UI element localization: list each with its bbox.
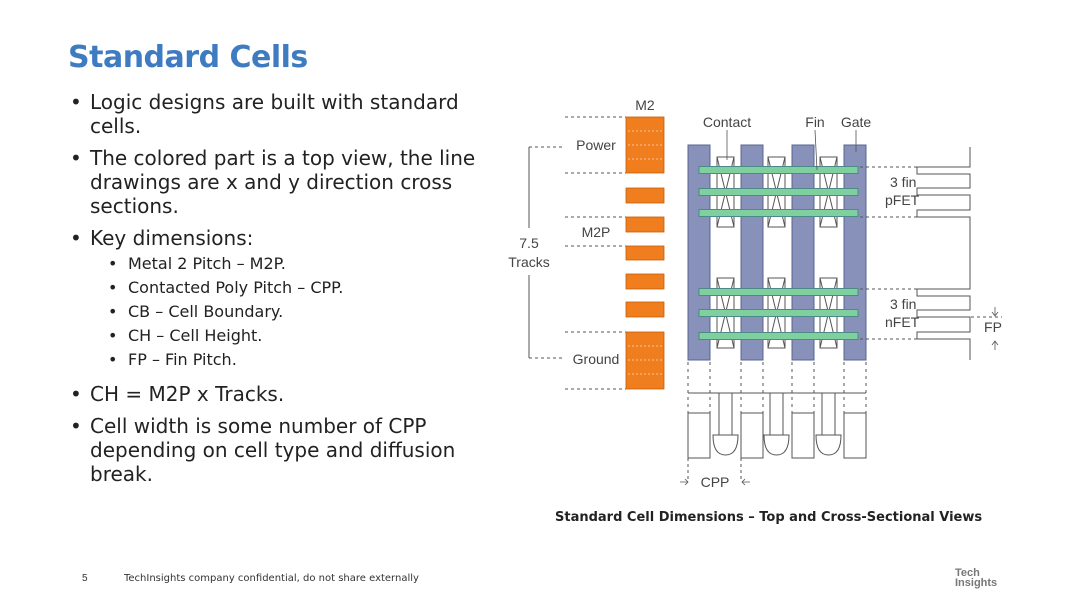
nfet-fin-count: 3 fin: [890, 296, 916, 312]
diagram-caption: Standard Cell Dimensions – Top and Cross…: [555, 510, 983, 525]
cpp-label: CPP: [701, 474, 730, 490]
m2-track: [625, 245, 665, 261]
tracks-value: 7.5: [519, 235, 539, 251]
gate-label: Gate: [841, 114, 872, 130]
fins: [698, 166, 859, 340]
sub-bullet: Contacted Poly Pitch – CPP.: [68, 276, 488, 300]
slide-title: Standard Cells: [68, 40, 308, 75]
gates: [687, 144, 867, 361]
sub-bullet: CB – Cell Boundary.: [68, 300, 488, 324]
fin: [698, 188, 859, 196]
fin: [698, 209, 859, 217]
standard-cell-diagram: 7.5 Tracks M2 Power M2P Ground Contact F…: [508, 97, 1002, 490]
page-number: 5: [82, 573, 88, 584]
m2-track: [625, 187, 665, 204]
contact-label: Contact: [703, 114, 751, 130]
sub-bullet-list: Metal 2 Pitch – M2P. Contacted Poly Pitc…: [68, 252, 488, 372]
bullet: The colored part is a top view, the line…: [68, 146, 488, 218]
pfet-fin-count: 3 fin: [890, 174, 916, 190]
fin-cross-section: [916, 147, 971, 360]
gate-section: [843, 412, 867, 459]
fin: [698, 332, 859, 340]
gate: [687, 144, 711, 361]
contact-section: [712, 393, 739, 456]
ground-label: Ground: [573, 351, 620, 367]
gate-section: [791, 412, 815, 459]
confidential-notice: TechInsights company confidential, do no…: [124, 573, 419, 584]
gate-cross-section: [687, 362, 867, 480]
m2-track: [625, 216, 665, 233]
gate: [791, 144, 815, 361]
gate-section: [687, 412, 711, 459]
bullet: Cell width is some number of CPP dependi…: [68, 414, 488, 486]
track-guides: [529, 116, 626, 390]
ground-rail: [625, 331, 665, 390]
pfet-label: pFET: [885, 192, 920, 208]
m2-label: M2: [635, 97, 655, 113]
m2-track: [625, 273, 665, 290]
gate: [843, 144, 867, 361]
fp-label: FP: [984, 319, 1002, 335]
fin: [698, 288, 859, 296]
nfet-label: nFET: [885, 314, 920, 330]
gate-section: [740, 412, 764, 459]
sub-bullet: Metal 2 Pitch – M2P.: [68, 252, 488, 276]
tracks-label: Tracks: [508, 254, 549, 270]
bullet-list: Logic designs are built with standard ce…: [68, 90, 488, 494]
contact-section: [815, 393, 842, 456]
sub-bullet: CH – Cell Height.: [68, 324, 488, 348]
m2-track: [625, 301, 665, 318]
gate: [740, 144, 764, 361]
fin: [698, 166, 859, 174]
contacts: [716, 156, 838, 349]
fin: [698, 309, 859, 317]
bullet: CH = M2P x Tracks.: [68, 382, 488, 406]
bullet: Logic designs are built with standard ce…: [68, 90, 488, 138]
contact-section: [763, 393, 790, 456]
fin-label: Fin: [805, 114, 824, 130]
m2p-label: M2P: [582, 224, 611, 240]
bullet: Key dimensions:: [68, 226, 488, 250]
power-label: Power: [576, 137, 616, 153]
m2-metal: [625, 116, 665, 390]
sub-bullet: FP – Fin Pitch.: [68, 348, 488, 372]
